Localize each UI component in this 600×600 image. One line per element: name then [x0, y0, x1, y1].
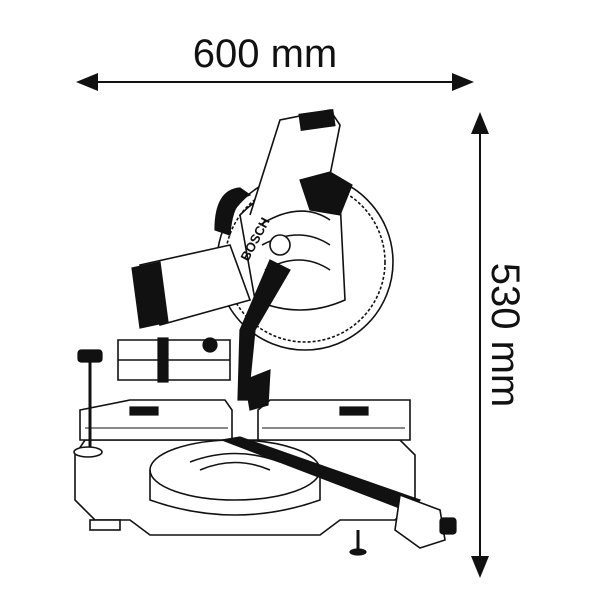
width-dimension-arrow	[76, 73, 474, 91]
width-dimension-label: 600 mm	[193, 32, 338, 76]
height-dimension-arrow	[471, 112, 489, 578]
miter-saw-illustration: BOSCH	[73, 109, 457, 556]
height-dimension-label: 530 mm	[483, 263, 527, 408]
